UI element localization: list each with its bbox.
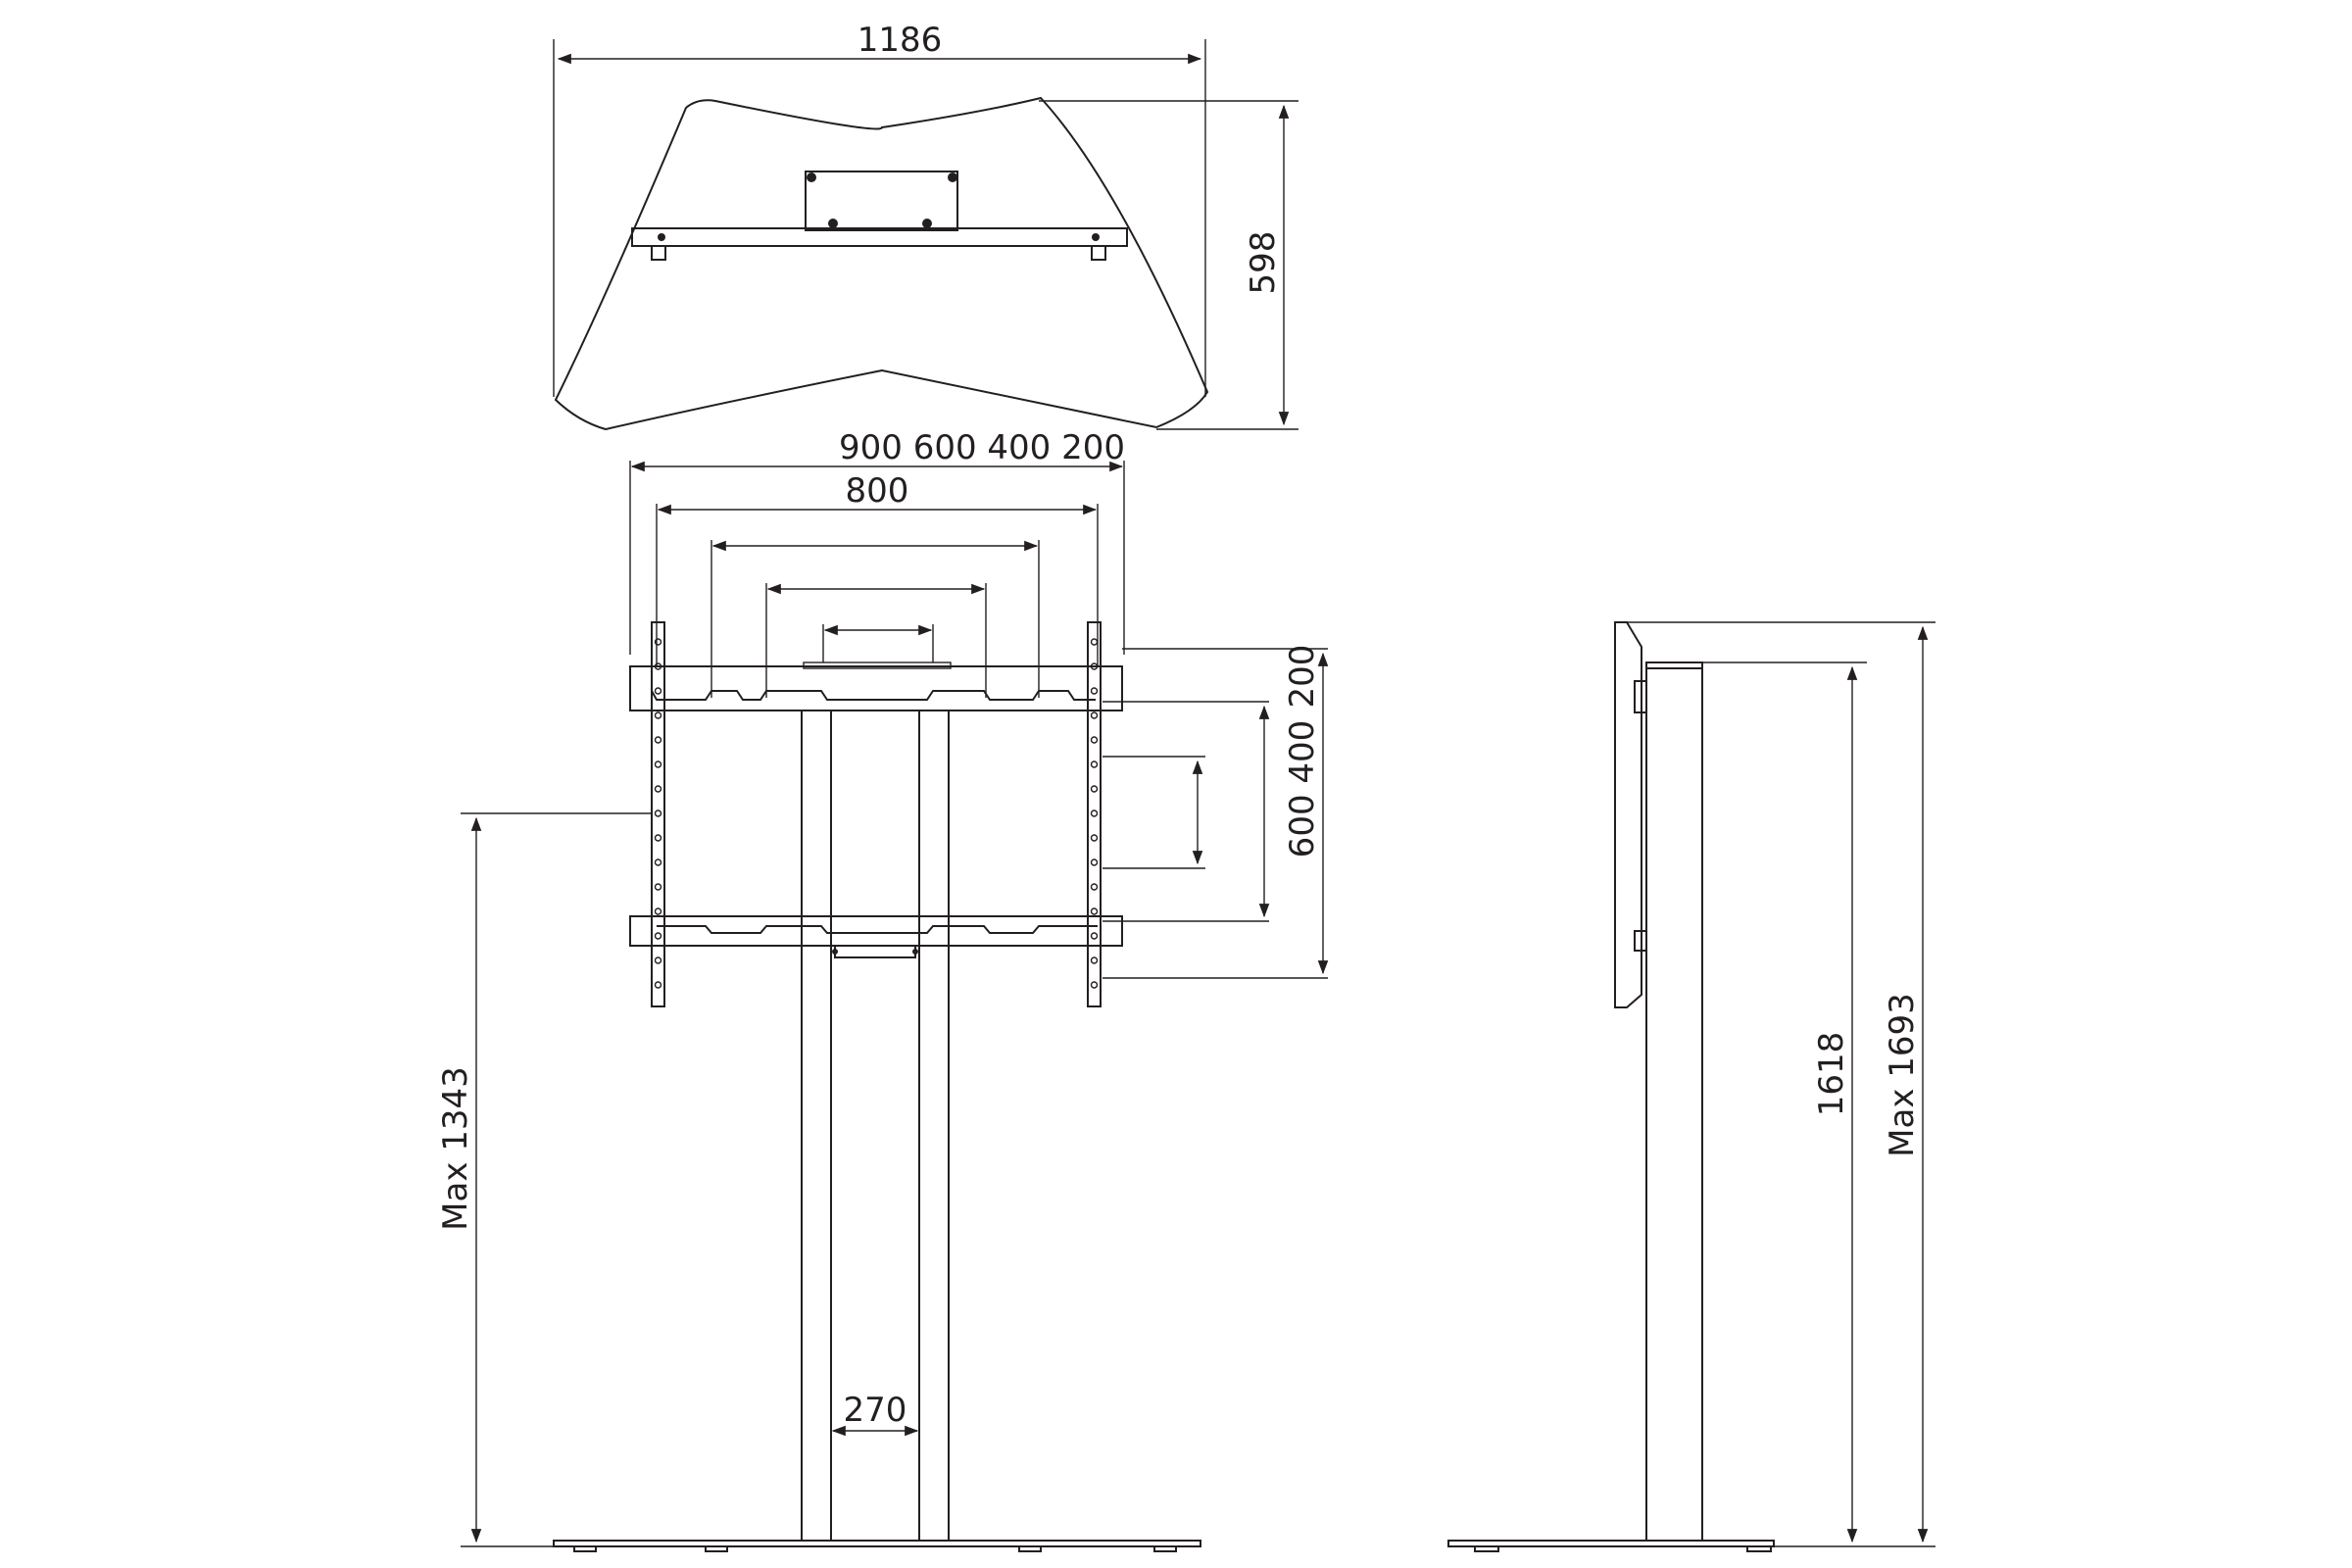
dimension-rail-width: 800 (846, 471, 909, 511)
mount-bracket-box (805, 171, 958, 231)
dimension-vesa-horizontal: 900 600 400 200 (839, 428, 1125, 467)
side-view: 1618 Max 1693 (1447, 621, 1936, 1552)
right-vertical-strip (1087, 621, 1102, 1007)
right-column (918, 710, 950, 1542)
upper-horizontal-bracket (629, 665, 1123, 711)
base-plate-outline (554, 96, 1209, 431)
left-vertical-strip (651, 621, 665, 1007)
front-base-plate (553, 1540, 1201, 1547)
side-column (1645, 662, 1703, 1542)
dimension-vesa-vertical-outer: 200 (1283, 645, 1322, 709)
strip-holes (654, 638, 1099, 989)
top-view: 1186 598 (553, 21, 1298, 431)
side-base-plate (1447, 1540, 1775, 1547)
left-column (801, 710, 832, 1542)
dimension-max-mount-height: Max 1343 (436, 1066, 475, 1231)
dimension-column-width: 270 (844, 1391, 907, 1430)
dimension-column-height: 1618 (1812, 1032, 1851, 1117)
dimension-vesa-vertical-inner: 600 400 (1283, 720, 1322, 858)
top-rail (631, 227, 1128, 247)
dimension-top-width: 1186 (858, 21, 943, 60)
front-view: 900 600 400 200 800 (436, 428, 1329, 1552)
lower-horizontal-bracket (629, 915, 1123, 947)
dimension-max-total-height: Max 1693 (1883, 993, 1922, 1157)
dimension-top-depth: 598 (1244, 231, 1283, 295)
